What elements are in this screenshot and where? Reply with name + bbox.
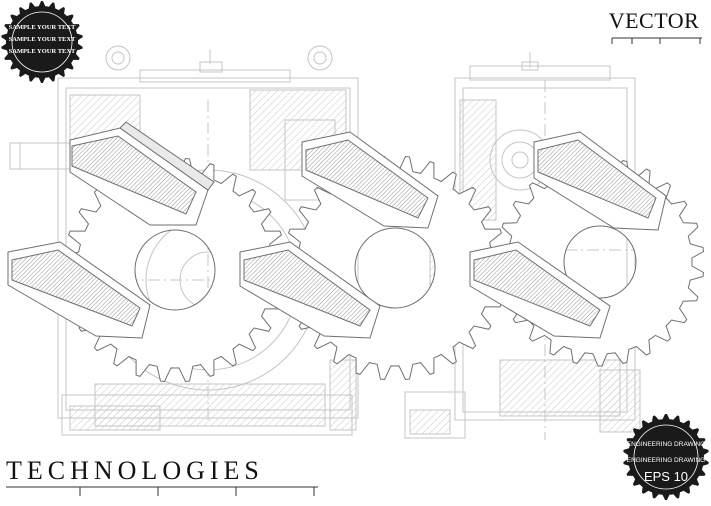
tick-marks (79, 38, 701, 496)
technologies-title: TECHNOLOGIES (6, 456, 264, 485)
badge-line-1: ENGINEERING DRAWING (626, 441, 706, 448)
gear-icon (623, 414, 709, 500)
gear-badge-top-left: SAMPLE YOUR TEXT SAMPLE YOUR TEXT SAMPLE… (0, 0, 84, 84)
gear-badge-bottom-right: ENGINEERING DRAWING ENGINEERING DRAWING … (622, 413, 710, 501)
badge-line-3: SAMPLE YOUR TEXT (8, 48, 76, 55)
badge-line-2: SAMPLE YOUR TEXT (8, 36, 76, 43)
badge-line-2: ENGINEERING DRAWING (626, 457, 706, 464)
gear-icon (1, 1, 83, 83)
shaft-sections (7, 121, 667, 339)
badge-line-1: SAMPLE YOUR TEXT (8, 24, 76, 31)
vector-title: VECTOR (608, 8, 700, 33)
badge-footer: EPS 10 (643, 469, 689, 484)
